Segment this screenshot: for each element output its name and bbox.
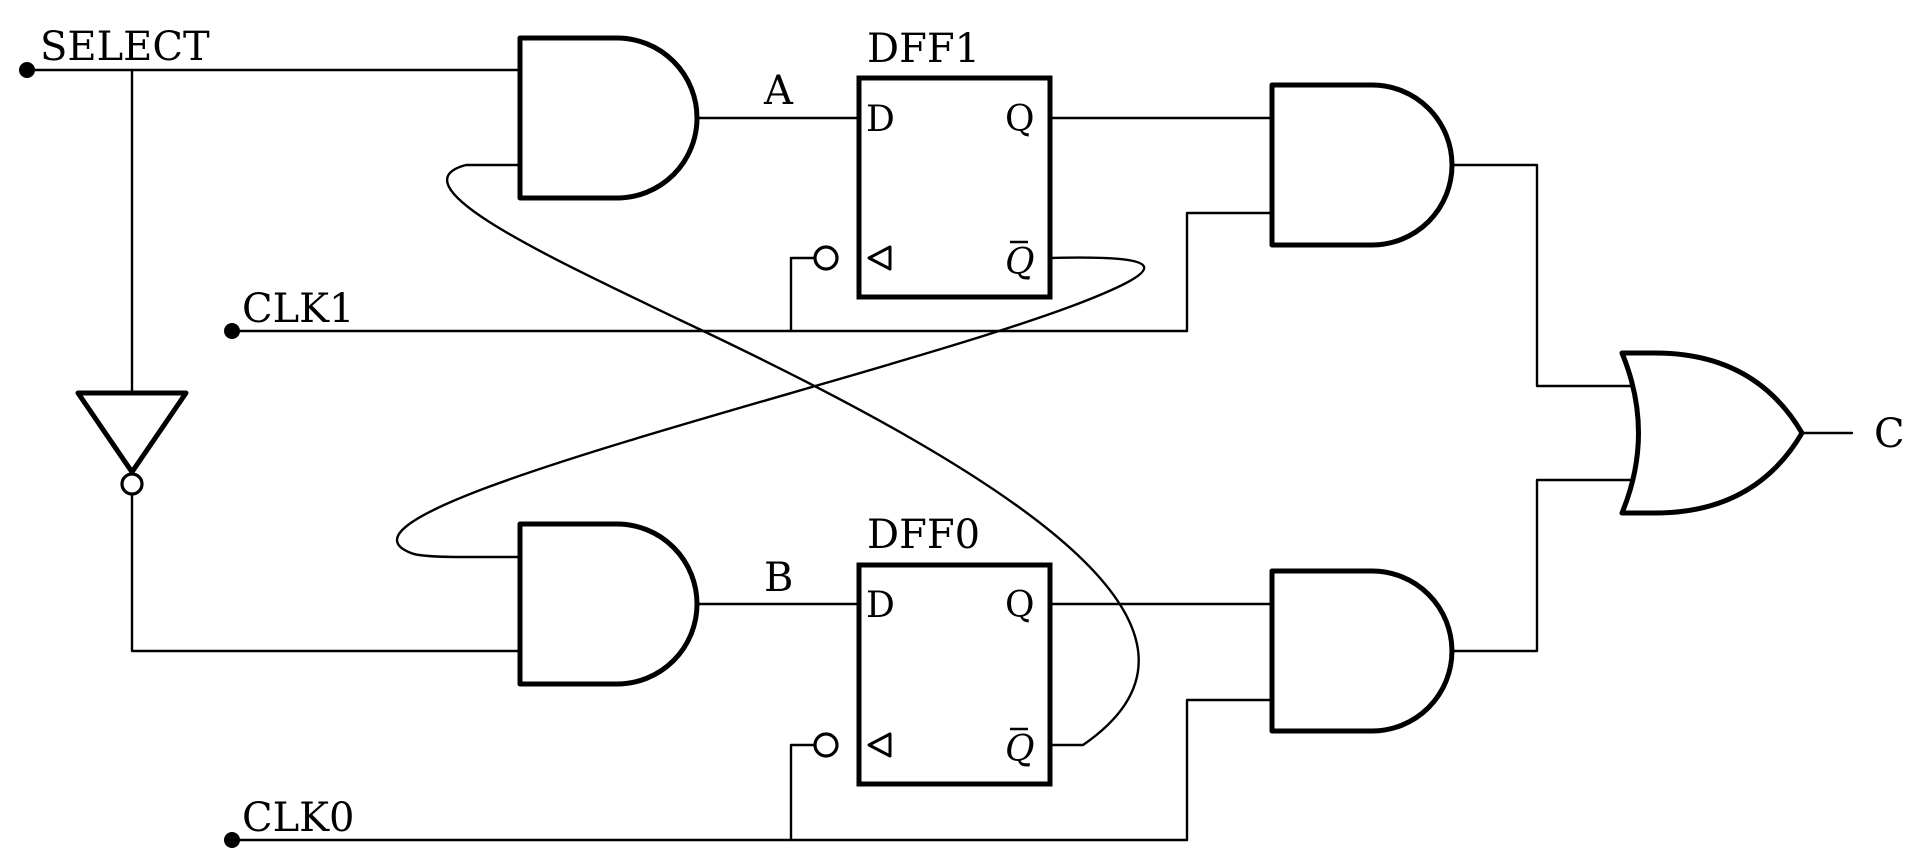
signal-a-label: A xyxy=(763,68,794,114)
wire-and-top-to-or xyxy=(1450,163,1639,388)
wire-clk1-to-and-top xyxy=(1185,211,1274,333)
dff1-clock-bubble xyxy=(813,245,839,271)
dff1-clock-marker xyxy=(867,245,892,271)
dff1-title: DFF1 xyxy=(867,26,980,72)
and-gate-out-bottom xyxy=(1269,568,1455,734)
output-c-label: C xyxy=(1874,411,1905,457)
signal-b-label: B xyxy=(764,555,793,601)
dff0 xyxy=(813,562,1053,787)
dff1 xyxy=(813,75,1053,300)
wire-clk1-to-dff1 xyxy=(789,256,817,333)
and-gate-b xyxy=(517,521,700,687)
clk0-terminal[interactable] xyxy=(224,832,240,848)
clk1-terminal[interactable] xyxy=(224,323,240,339)
select-terminal[interactable] xyxy=(19,62,35,78)
dff0-d-pin: D xyxy=(866,585,895,626)
dff1-qbar-pin: Q xyxy=(1005,242,1035,283)
or-gate xyxy=(1619,350,1805,516)
dff1-q-pin: Q xyxy=(1005,99,1035,140)
wire-inverter-to-and-b xyxy=(130,492,522,653)
wire-clk0-to-dff0 xyxy=(789,743,817,842)
wire-dff1-qbar-feedback xyxy=(396,256,1146,559)
dff0-qbar-pin: Q xyxy=(1005,729,1035,770)
dff1-d-pin: D xyxy=(866,99,895,140)
select-label: SELECT xyxy=(40,24,210,70)
inverter-bubble xyxy=(120,472,144,496)
dff0-title: DFF0 xyxy=(867,512,980,558)
wire-dff0-qbar-feedback xyxy=(446,163,1140,747)
clk1-label: CLK1 xyxy=(242,286,355,332)
inverter-triangle xyxy=(75,390,189,475)
and-gate-out-top xyxy=(1269,82,1455,248)
dff0-q-pin: Q xyxy=(1005,585,1035,626)
wire-and-bottom-to-or xyxy=(1450,478,1639,653)
dff0-clock-bubble xyxy=(813,732,839,758)
dff0-clock-marker xyxy=(867,732,892,758)
and-gate-a xyxy=(517,35,700,201)
clk0-label: CLK0 xyxy=(242,795,355,841)
wires xyxy=(25,68,1854,842)
not-gate xyxy=(75,390,189,496)
wire-clk0-to-and-bottom xyxy=(1185,698,1274,842)
